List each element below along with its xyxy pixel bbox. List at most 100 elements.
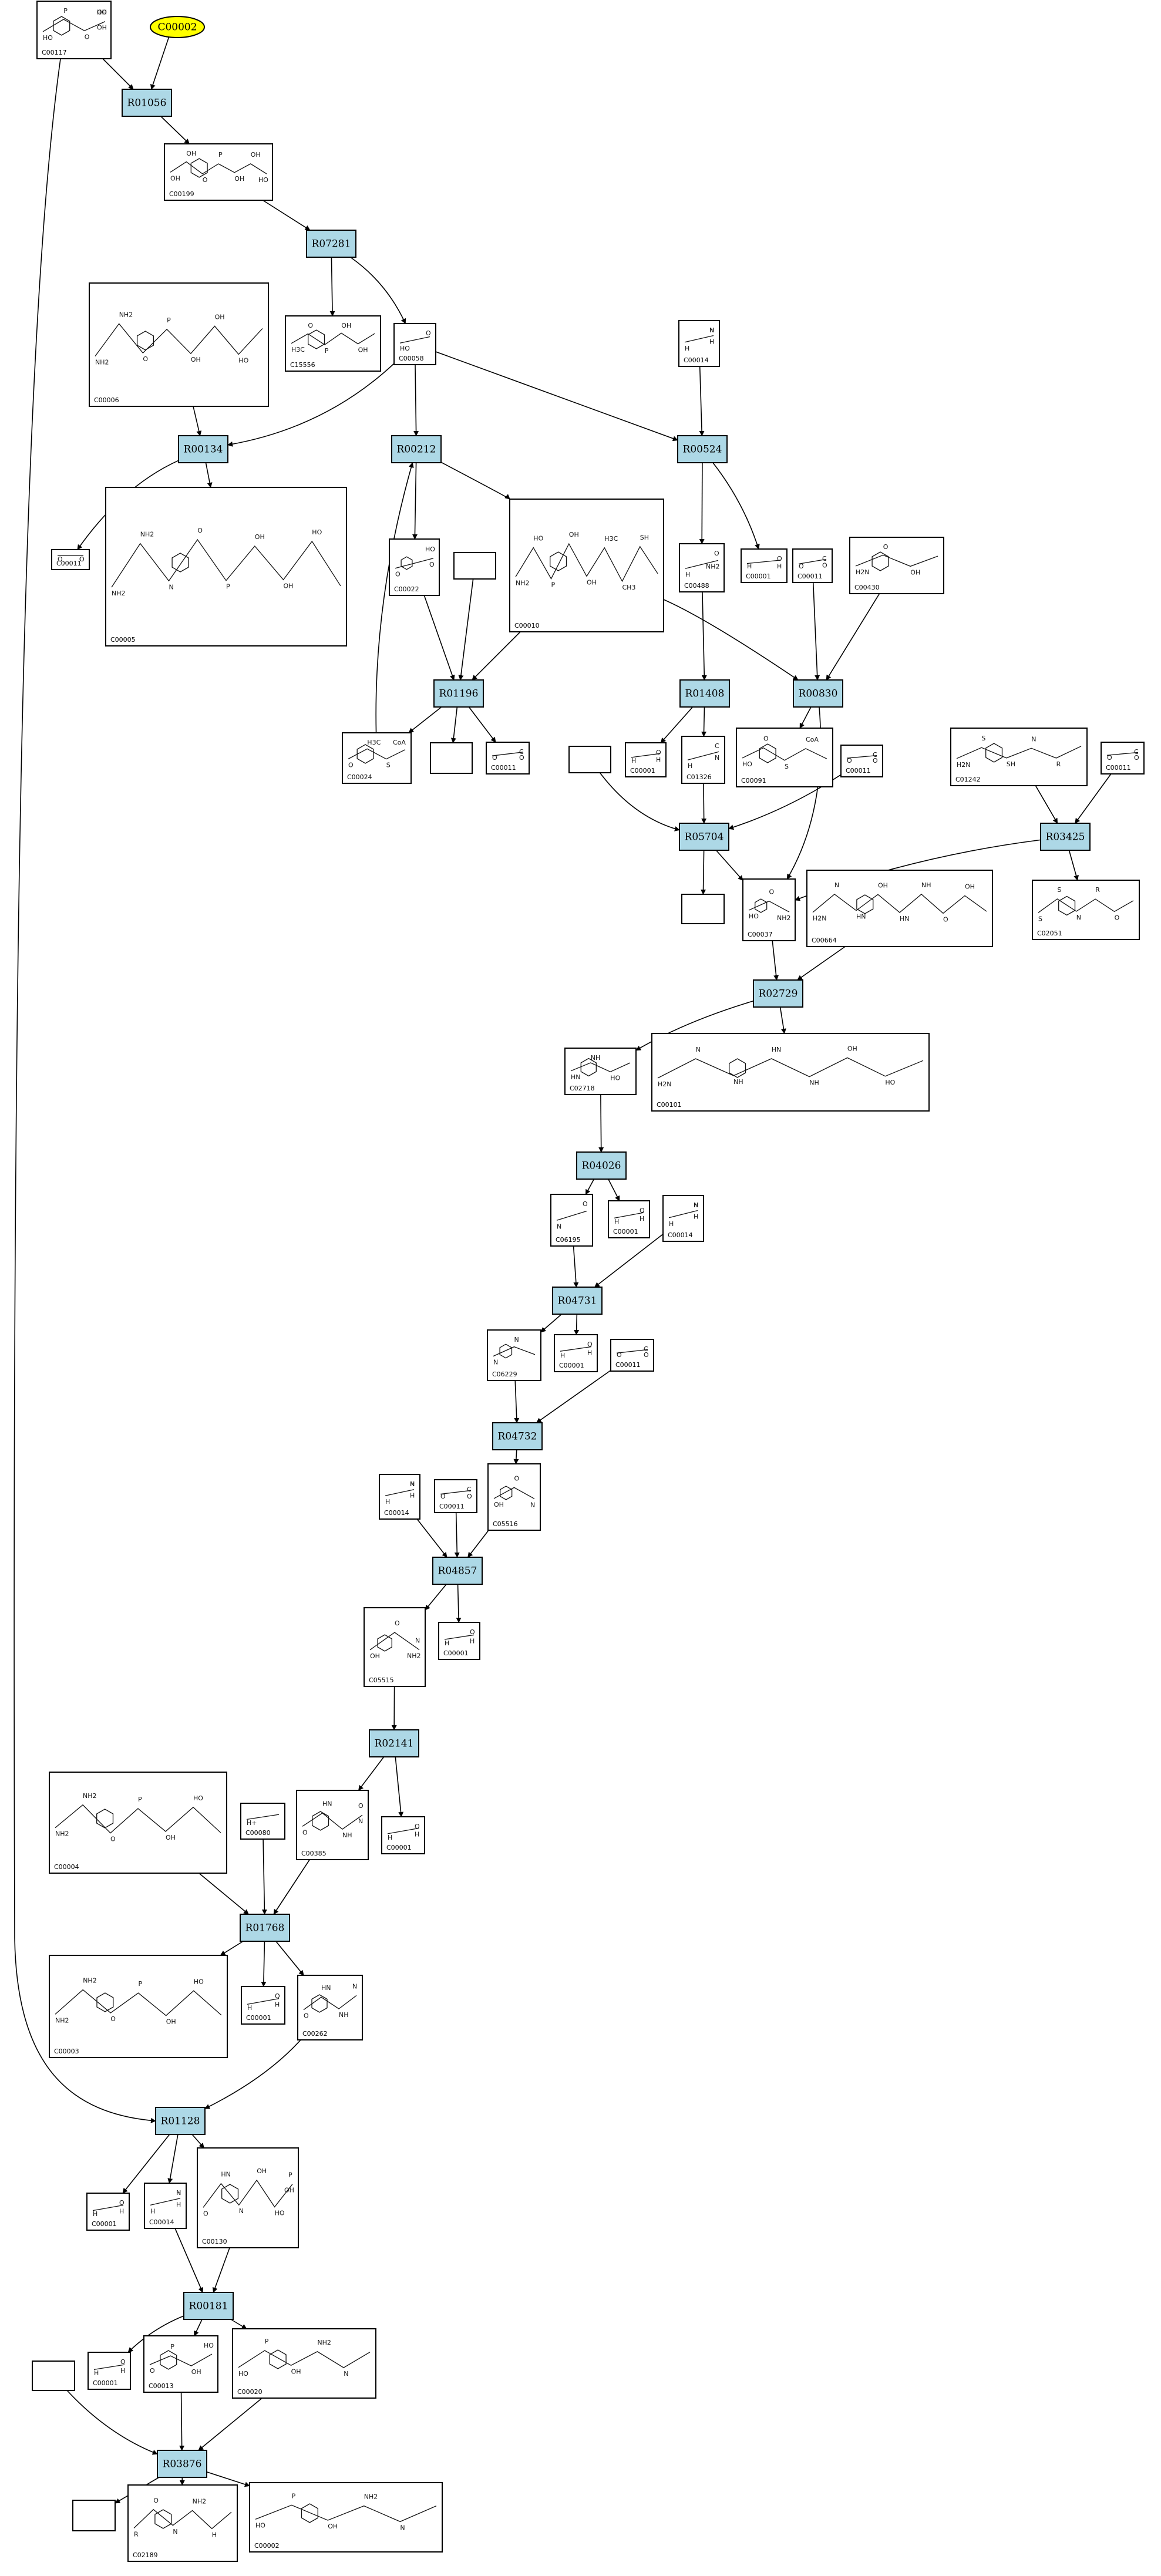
compound-box[interactable] [49,1772,227,1874]
compound-node[interactable]: H+C00080 [240,1803,285,1840]
compound-box[interactable] [342,732,412,784]
reaction-box[interactable] [679,823,729,851]
compound-node[interactable] [568,746,611,773]
reaction-box[interactable] [679,679,730,708]
compound-box[interactable] [430,742,473,774]
compound-box[interactable] [49,1955,228,2058]
reaction-box[interactable] [552,1287,603,1315]
reaction-node[interactable]: R05704 [679,823,729,851]
compound-box[interactable] [662,1195,704,1242]
compound-box[interactable] [241,1986,285,2025]
compound-box[interactable] [487,1329,541,1381]
reaction-node[interactable]: R04857 [432,1557,483,1585]
compound-box[interactable] [393,323,436,365]
compound-box[interactable] [681,894,725,924]
compound-box[interactable] [554,1334,598,1372]
reaction-node[interactable]: R01128 [155,2107,206,2135]
reaction-node[interactable]: R01056 [122,89,172,117]
reaction-node[interactable]: R03425 [1040,823,1091,851]
compound-box[interactable] [434,1479,477,1513]
reaction-box[interactable] [432,1557,483,1585]
compound-box[interactable] [297,1975,363,2040]
compound-box[interactable] [1101,742,1145,775]
reaction-node[interactable]: R01196 [433,679,484,708]
reaction-node[interactable]: R07281 [306,230,356,258]
compound-box[interactable] [509,499,664,632]
compound-node[interactable] [453,552,496,580]
compound-box[interactable] [285,315,381,372]
compound-box[interactable] [1032,880,1140,940]
compound-box[interactable] [564,1048,637,1095]
start-ellipse[interactable] [150,16,205,38]
reaction-node[interactable]: R04731 [552,1287,603,1315]
compound-box[interactable] [72,2500,116,2531]
reaction-node[interactable]: R01408 [679,679,730,708]
reaction-node[interactable]: R04732 [492,1422,543,1450]
compound-box[interactable] [840,745,883,777]
compound-box[interactable] [651,1033,930,1112]
reaction-node[interactable]: R02141 [369,1729,419,1757]
compound-box[interactable] [742,878,796,941]
compound-box[interactable] [240,1803,285,1840]
compound-box[interactable] [438,1622,480,1660]
compound-box[interactable] [741,548,788,583]
compound-box[interactable] [625,742,667,777]
compound-node[interactable] [430,742,473,774]
compound-node[interactable] [681,894,725,924]
compound-node[interactable] [72,2500,116,2531]
compound-box[interactable] [608,1200,650,1238]
reaction-node[interactable]: R04026 [576,1151,627,1180]
compound-box[interactable] [232,2328,376,2399]
reaction-node[interactable]: R03876 [157,2450,207,2478]
compound-node[interactable] [32,2361,75,2391]
compound-box[interactable] [127,2484,238,2562]
compound-box[interactable] [32,2361,75,2391]
reaction-box[interactable] [183,2292,234,2320]
reaction-box[interactable] [369,1729,419,1757]
compound-box[interactable] [51,549,90,570]
reaction-node[interactable]: R00524 [677,435,728,463]
reaction-box[interactable] [178,435,228,463]
compound-box[interactable] [89,282,269,407]
reaction-box[interactable] [433,679,484,708]
